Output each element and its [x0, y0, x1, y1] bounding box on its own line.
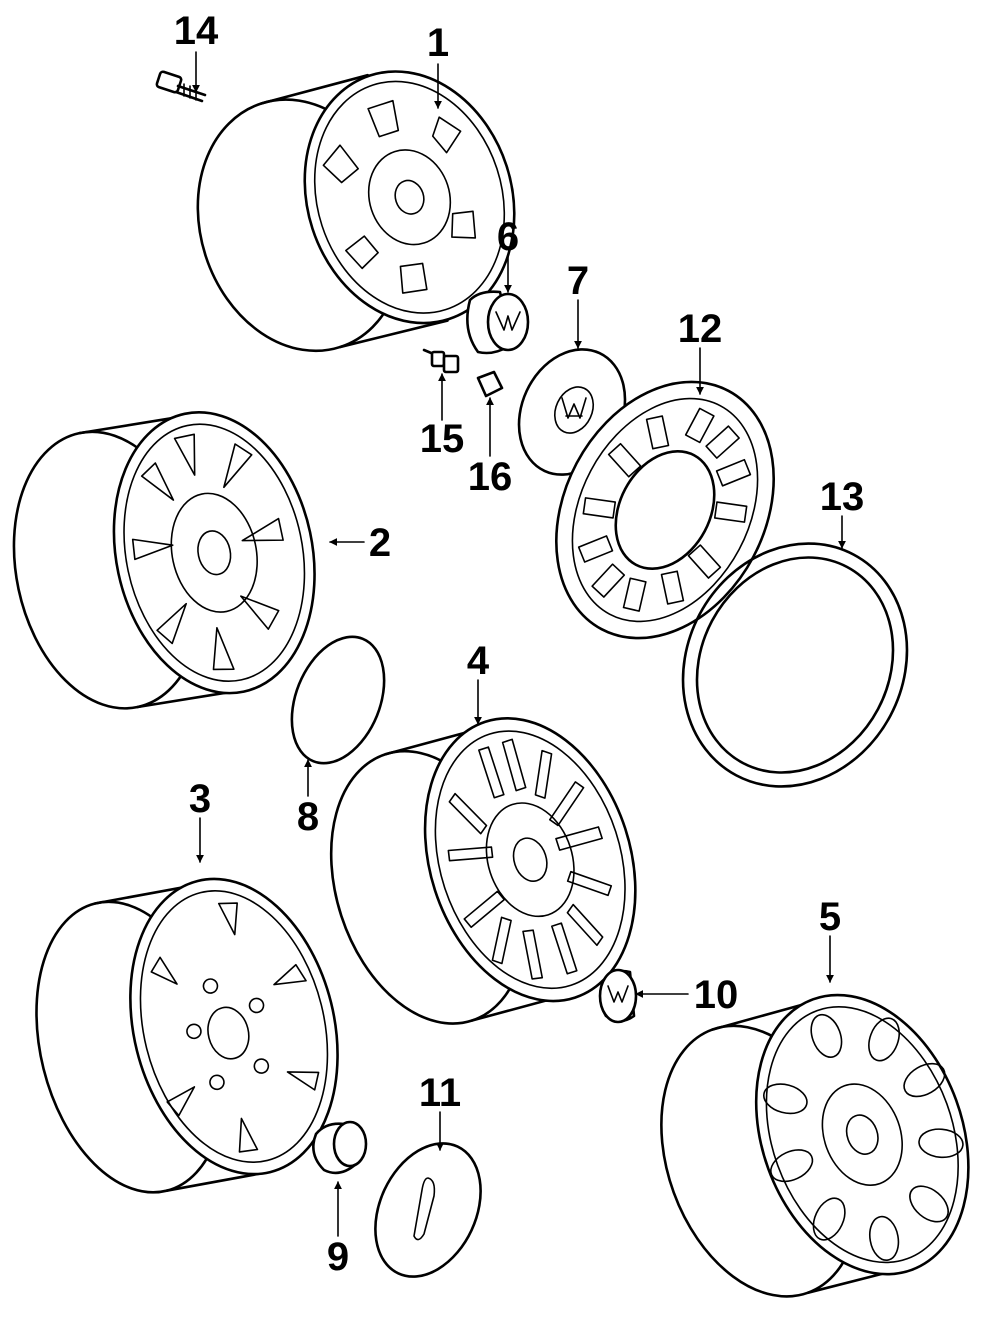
wheel-2 [12, 411, 316, 710]
center-cap-6 [466, 290, 530, 355]
callout-3: 3 [189, 777, 211, 821]
callout-5: 5 [819, 895, 841, 939]
center-cap-10 [598, 968, 638, 1024]
callout-11: 11 [419, 1071, 461, 1115]
callout-6: 6 [497, 215, 519, 259]
callout-14: 14 [174, 9, 219, 53]
callout-8: 8 [297, 795, 319, 839]
wheel-3 [35, 877, 339, 1194]
callout-2: 2 [369, 521, 391, 565]
callout-16: 16 [468, 455, 513, 499]
callout-15: 15 [420, 417, 465, 461]
wheel-5 [660, 993, 970, 1298]
cap-disc-11 [374, 1142, 482, 1278]
wheel-cover-12 [555, 380, 775, 640]
wheel-4 [329, 717, 637, 1025]
callout-7: 7 [567, 259, 589, 303]
callout-12: 12 [678, 307, 723, 351]
lug-bolt-14 [155, 70, 207, 103]
callout-13: 13 [820, 475, 865, 519]
callout-10: 10 [694, 973, 739, 1017]
callout-4: 4 [467, 639, 490, 683]
leader-lines [192, 51, 846, 1237]
callout-9: 9 [327, 1235, 349, 1279]
callout-labels: 14 1 6 7 12 15 16 13 2 8 4 3 10 5 9 11 [174, 9, 865, 1279]
callout-1: 1 [427, 21, 449, 65]
trim-ring-13 [681, 542, 909, 788]
wheel-1 [196, 70, 516, 353]
seal-ring-8 [290, 635, 386, 765]
valve-cap-16 [476, 370, 504, 398]
center-cap-9 [312, 1120, 368, 1175]
valve-stem-15 [422, 348, 460, 374]
